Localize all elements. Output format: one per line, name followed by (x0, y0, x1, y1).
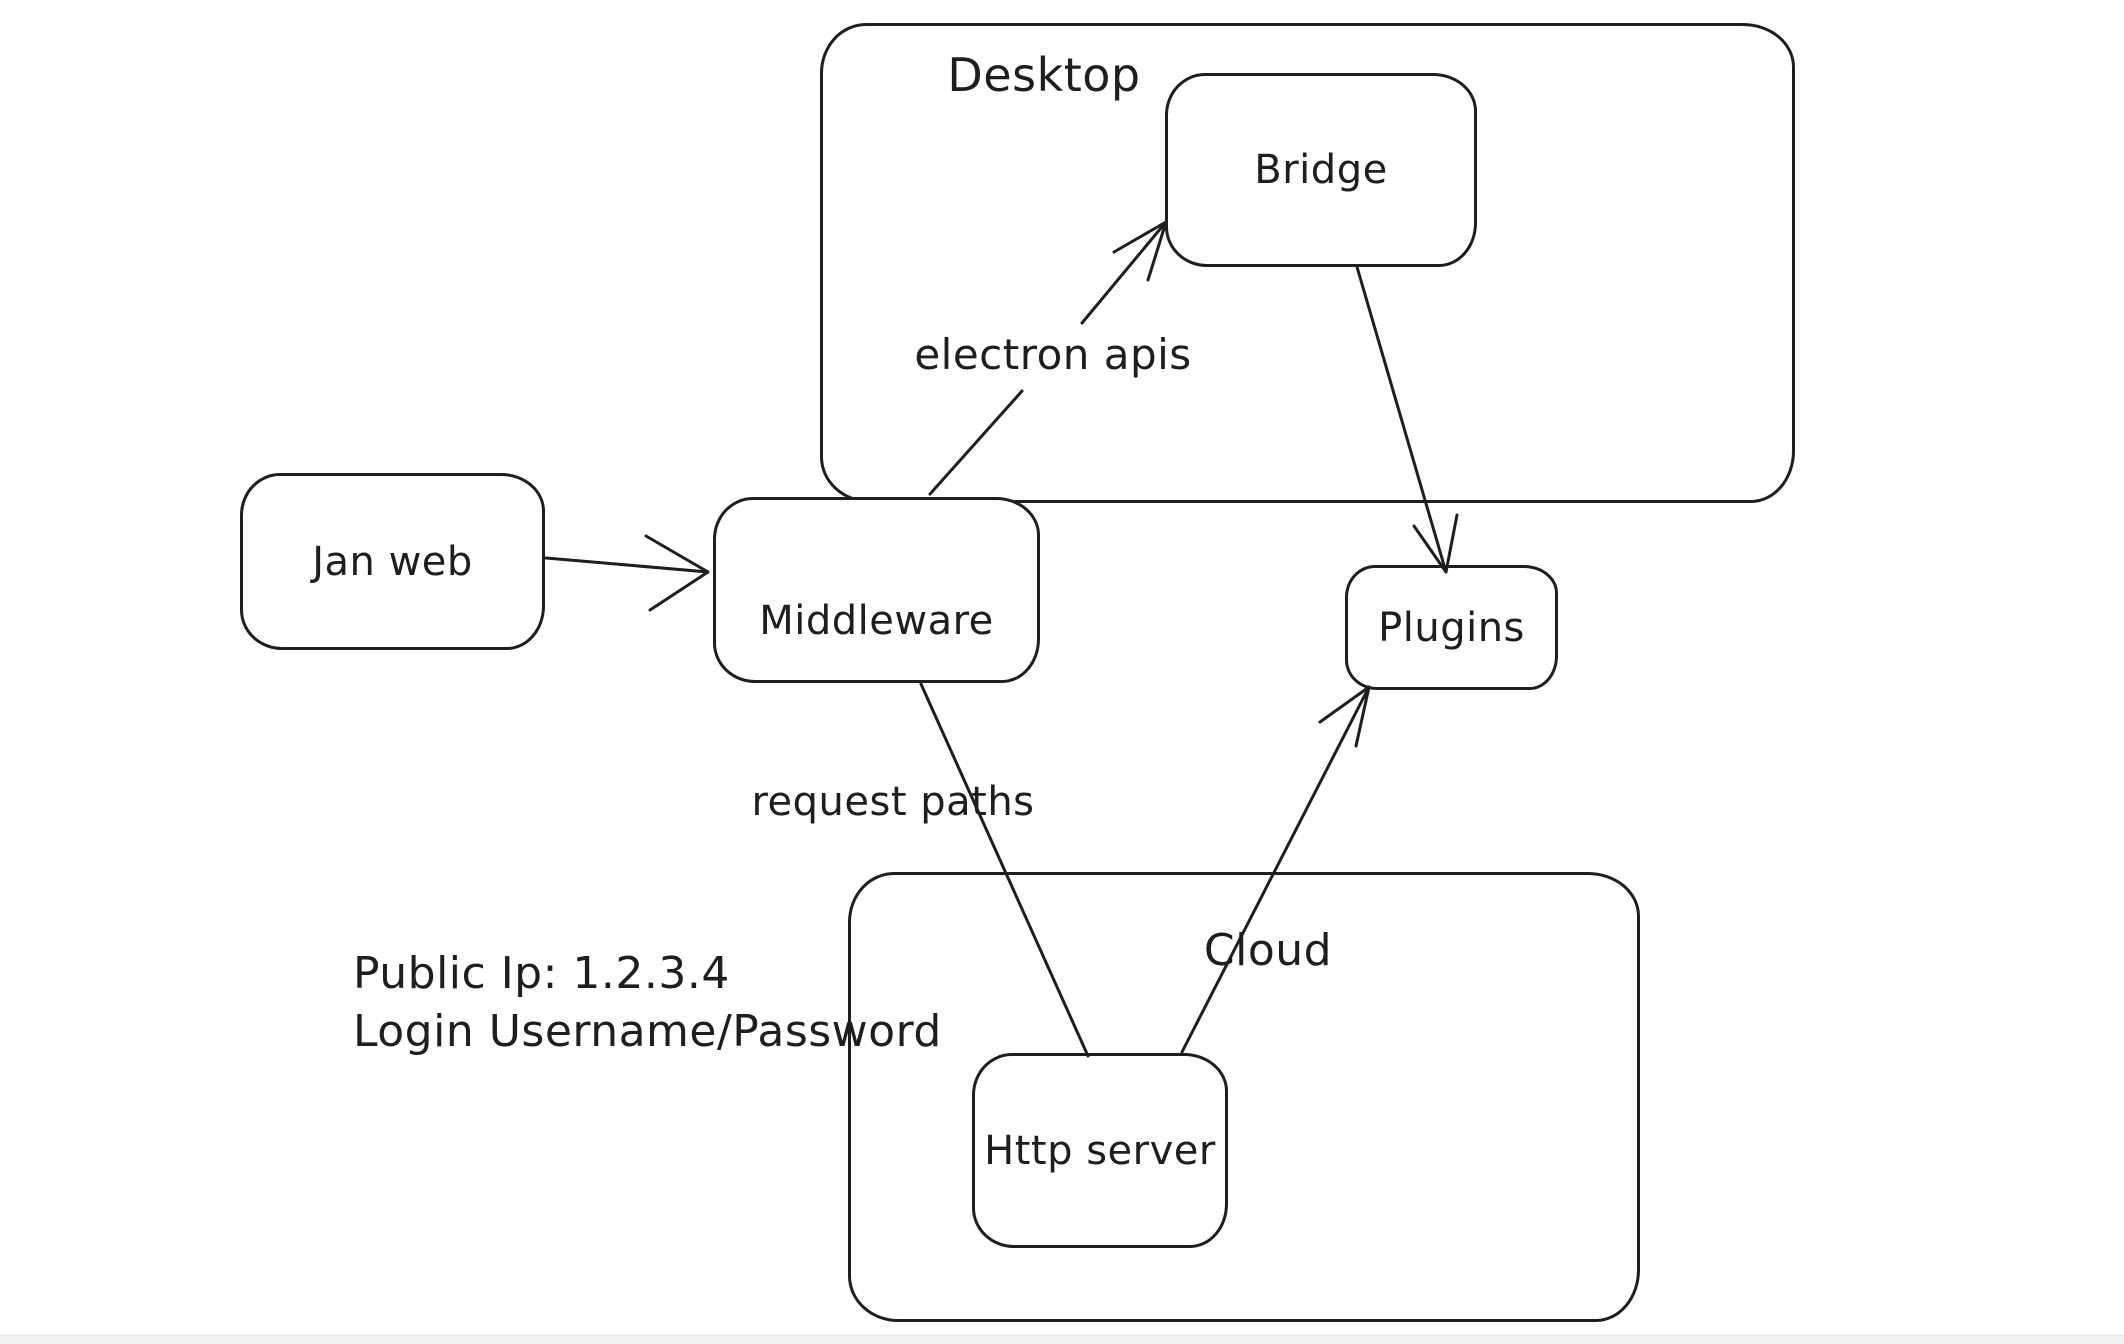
container-desktop[interactable] (820, 23, 1795, 503)
canvas-bottom-strip (0, 1334, 2124, 1344)
edge-middleware-to-bridge[interactable] (928, 220, 1168, 496)
node-plugins-label: Plugins (1378, 604, 1525, 651)
edge-bridge-to-plugins[interactable] (1355, 265, 1459, 574)
container-desktop-label[interactable]: Desktop (947, 48, 1141, 102)
annotation-public-ip[interactable]: Public Ip: 1.2.3.4 (353, 948, 730, 999)
edge-middleware-to-http-server[interactable] (919, 682, 1090, 1058)
node-jan-web[interactable]: Jan web (240, 473, 545, 650)
edge-label-request-paths[interactable]: request paths (751, 779, 1035, 825)
node-middleware[interactable]: Middleware (713, 497, 1040, 683)
container-cloud[interactable] (848, 872, 1640, 1322)
node-bridge[interactable]: Bridge (1165, 73, 1477, 267)
annotation-login[interactable]: Login Username/Password (353, 1006, 942, 1057)
edge-http-server-to-plugins[interactable] (1180, 685, 1371, 1054)
edge-jan-web-to-middleware[interactable] (544, 534, 710, 612)
node-bridge-label: Bridge (1254, 147, 1388, 193)
node-plugins[interactable]: Plugins (1345, 565, 1558, 690)
node-http-server[interactable]: Http server (972, 1053, 1228, 1248)
node-http-server-label: Http server (984, 1127, 1216, 1174)
container-cloud-label[interactable]: Cloud (1203, 925, 1333, 976)
node-middleware-label: Middleware (759, 598, 994, 644)
node-jan-web-label: Jan web (312, 538, 473, 585)
edge-label-electron-apis[interactable]: electron apis (914, 330, 1192, 379)
